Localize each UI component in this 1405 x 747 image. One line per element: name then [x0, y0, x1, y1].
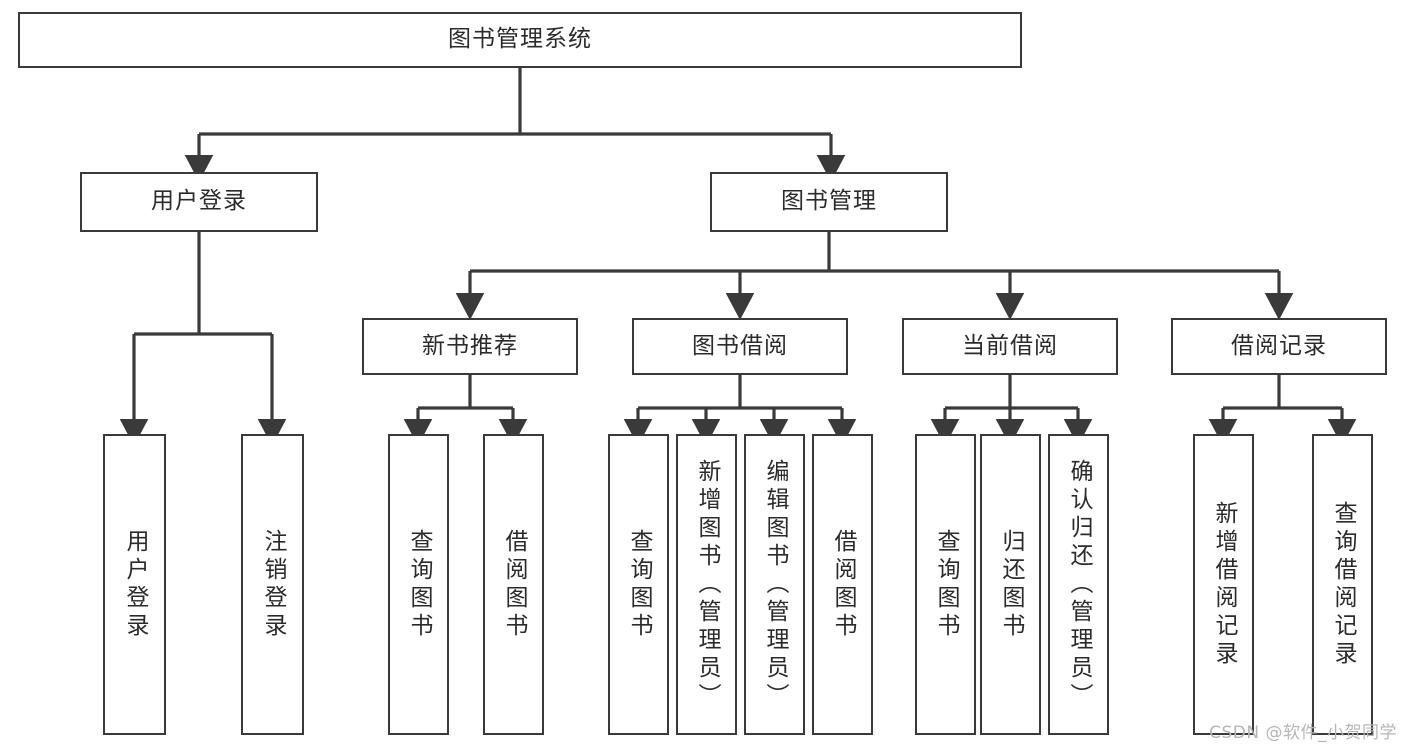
node-root-book-management-system[interactable]: 图书管理系统 — [18, 12, 1022, 68]
node-label: 借阅图书 — [830, 528, 856, 641]
node-label: 当前借阅 — [962, 332, 1058, 359]
leaf-user-login-login[interactable]: 用户登录 — [103, 434, 166, 735]
leaf-borrow-record-query[interactable]: 查询借阅记录 — [1312, 434, 1373, 735]
leaf-borrow-record-add[interactable]: 新增借阅记录 — [1193, 434, 1254, 735]
leaf-current-borrow-confirm-return[interactable]: 确认归还（管理员） — [1048, 434, 1109, 735]
node-label: 图书借阅 — [692, 332, 788, 359]
node-current-borrow[interactable]: 当前借阅 — [902, 318, 1118, 375]
node-label: 用户登录 — [122, 528, 148, 641]
node-label: 新增借阅记录 — [1211, 500, 1237, 669]
node-label: 查询图书 — [933, 528, 959, 641]
leaf-current-borrow-query[interactable]: 查询图书 — [915, 434, 976, 735]
node-label: 归还图书 — [998, 528, 1024, 641]
node-label: 查询借阅记录 — [1330, 500, 1356, 669]
leaf-book-borrow-borrow[interactable]: 借阅图书 — [812, 434, 873, 735]
leaf-book-borrow-add[interactable]: 新增图书（管理员） — [676, 434, 737, 735]
node-new-book-recommend[interactable]: 新书推荐 — [362, 318, 578, 375]
node-label: 借阅图书 — [501, 528, 527, 641]
leaf-current-borrow-return[interactable]: 归还图书 — [980, 434, 1041, 735]
leaf-book-borrow-query[interactable]: 查询图书 — [608, 434, 669, 735]
node-label: 查询图书 — [626, 528, 652, 641]
node-label: 图书管理 — [781, 188, 877, 215]
node-label: 图书管理系统 — [448, 26, 592, 53]
node-label: 查询图书 — [406, 528, 432, 641]
leaf-new-book-borrow[interactable]: 借阅图书 — [483, 434, 544, 735]
leaf-book-borrow-edit[interactable]: 编辑图书（管理员） — [744, 434, 805, 735]
node-label: 注销登录 — [260, 528, 286, 641]
node-label: 编辑图书（管理员） — [762, 458, 788, 711]
node-book-borrow[interactable]: 图书借阅 — [632, 318, 848, 375]
node-user-login[interactable]: 用户登录 — [80, 172, 318, 232]
node-borrow-record[interactable]: 借阅记录 — [1171, 318, 1387, 375]
watermark: CSDN @软件_小贺同学 — [1209, 723, 1397, 743]
node-label: 借阅记录 — [1231, 332, 1327, 359]
node-label: 用户登录 — [151, 188, 247, 215]
node-label: 新书推荐 — [422, 332, 518, 359]
leaf-new-book-query[interactable]: 查询图书 — [388, 434, 449, 735]
node-label: 新增图书（管理员） — [694, 458, 720, 711]
node-book-management[interactable]: 图书管理 — [710, 172, 948, 232]
leaf-user-login-logout[interactable]: 注销登录 — [241, 434, 304, 735]
node-label: 确认归还（管理员） — [1066, 458, 1092, 711]
